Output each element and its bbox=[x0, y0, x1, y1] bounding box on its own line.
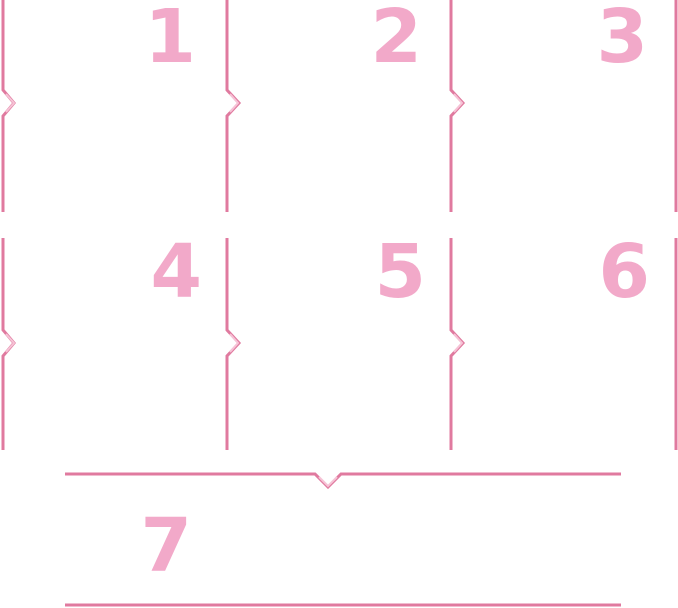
step-number-5: 5 bbox=[375, 229, 427, 315]
separator-2-3 bbox=[449, 0, 466, 212]
row-1-separators bbox=[1, 0, 678, 212]
separator-left-row-2-highlight bbox=[5, 333, 16, 353]
separator-4-5-highlight bbox=[229, 333, 240, 353]
separator-top-row-3 bbox=[65, 472, 621, 490]
step-number-7: 7 bbox=[141, 503, 193, 589]
separator-2-3-highlight bbox=[453, 93, 464, 113]
step-number-6: 6 bbox=[599, 229, 651, 315]
step-numbers: 1 2 3 4 5 6 7 bbox=[141, 0, 651, 589]
separator-5-6-highlight bbox=[453, 333, 464, 353]
separator-top-row-3-highlight bbox=[318, 476, 338, 488]
separator-1-2-highlight bbox=[229, 93, 240, 113]
row-3-separators bbox=[65, 472, 621, 607]
step-number-1: 1 bbox=[145, 0, 197, 80]
row-2-separators bbox=[1, 238, 678, 450]
step-number-3: 3 bbox=[597, 0, 649, 80]
separator-left-row-1-highlight bbox=[5, 93, 16, 113]
step-number-4: 4 bbox=[151, 229, 203, 315]
separator-1-2 bbox=[225, 0, 242, 212]
step-number-2: 2 bbox=[371, 0, 423, 80]
